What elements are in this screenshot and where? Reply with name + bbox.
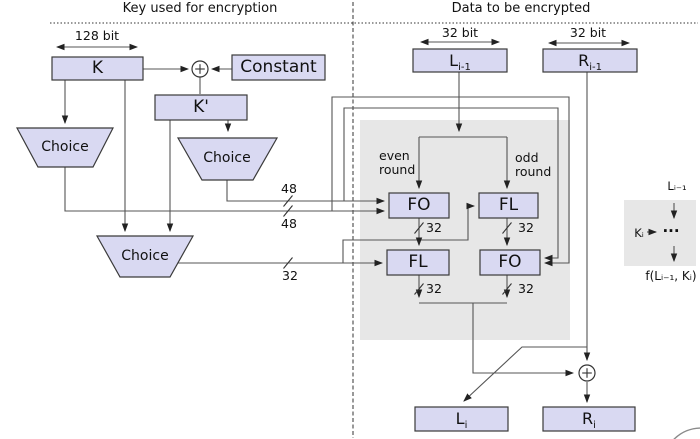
k-prime-box bbox=[154, 94, 248, 121]
label-even-round: even round bbox=[379, 148, 416, 178]
choice1-trapezoid bbox=[15, 127, 114, 168]
node-shapes bbox=[15, 48, 638, 432]
slash-32-bus bbox=[283, 257, 293, 269]
header-data-section: Data to be encrypted bbox=[451, 1, 591, 16]
choice2-trapezoid bbox=[176, 137, 279, 181]
label-choice3: Choice bbox=[121, 248, 169, 264]
wire-wrap-48-inner bbox=[343, 107, 559, 262]
l-output-box bbox=[414, 406, 509, 432]
label-bus48-bottom: 48 bbox=[281, 216, 297, 231]
legend-output-label: f(Lᵢ₋₁, Kᵢ) bbox=[645, 269, 697, 283]
label-32bit-right: 32 bit bbox=[569, 25, 607, 40]
legend-input-label: Lᵢ₋₁ bbox=[667, 179, 687, 193]
k-box bbox=[51, 56, 144, 81]
r-output-box bbox=[542, 406, 636, 432]
label-fo-top: FO bbox=[407, 195, 431, 215]
l-output-sub: i bbox=[464, 420, 468, 432]
l-input-base: L bbox=[449, 51, 459, 70]
label-fo-bottom: FO bbox=[498, 252, 522, 272]
label-l-input: Li-1 bbox=[413, 49, 507, 79]
slash-fo-bottom-out bbox=[502, 283, 512, 295]
label-128bit: 128 bit bbox=[74, 28, 120, 43]
label-l-output: Li bbox=[415, 407, 508, 438]
wires bbox=[55, 38, 678, 404]
wire-ri1-crossover-to-li bbox=[463, 346, 587, 402]
fl-bottom-box bbox=[386, 249, 450, 276]
r-input-box bbox=[542, 48, 638, 73]
r-output-sub: i bbox=[593, 420, 596, 432]
bus-width-slashes bbox=[283, 195, 512, 295]
slash-fl-bottom-out bbox=[414, 283, 424, 295]
label-choice1: Choice bbox=[41, 139, 89, 155]
fl-top-box bbox=[478, 192, 539, 219]
label-32-fl-bottom-out: 32 bbox=[426, 281, 442, 296]
header-key-section: Key used for encryption bbox=[122, 1, 278, 16]
wire-f-output-to-xor2 bbox=[472, 303, 575, 377]
label-k-prime: K' bbox=[193, 97, 209, 117]
wire-choice1-48-to-fo-top bbox=[64, 167, 386, 215]
slash-48-top bbox=[283, 195, 293, 207]
xor-nodes bbox=[191, 60, 596, 382]
label-odd-round: odd round bbox=[515, 150, 552, 180]
choice3-trapezoid bbox=[95, 235, 195, 278]
label-32-fo-top-out: 32 bbox=[426, 220, 442, 235]
slash-48-bottom bbox=[283, 205, 293, 217]
label-32bit-left: 32 bit bbox=[441, 25, 479, 40]
r-input-sub: i-1 bbox=[589, 62, 602, 74]
label-r-output: Ri bbox=[543, 407, 635, 438]
constant-box bbox=[231, 54, 326, 81]
legend-dots: ··· bbox=[662, 222, 680, 240]
label-fl-bottom: FL bbox=[408, 252, 428, 272]
label-32-fo-bottom-out: 32 bbox=[518, 281, 534, 296]
fo-top-box bbox=[388, 192, 450, 219]
legend-f-area bbox=[624, 200, 696, 266]
section-separators bbox=[50, 2, 698, 438]
label-bus32: 32 bbox=[282, 268, 298, 283]
wire-32-branch-to-fl-top bbox=[342, 202, 476, 263]
legend-key-label: Kᵢ bbox=[634, 226, 644, 240]
corner-arc-decoration bbox=[673, 427, 700, 439]
label-bus48-top: 48 bbox=[281, 181, 297, 196]
l-output-base: L bbox=[455, 409, 465, 428]
r-output-base: R bbox=[582, 409, 594, 428]
l-input-sub: i-1 bbox=[458, 62, 471, 74]
label-k: K bbox=[91, 58, 104, 78]
wire-wrap-48-outer bbox=[331, 96, 570, 267]
fo-bottom-box bbox=[479, 249, 541, 276]
label-choice2: Choice bbox=[203, 150, 251, 166]
slash-fo-top-out bbox=[414, 222, 424, 234]
l-input-box bbox=[412, 48, 508, 73]
label-r-input: Ri-1 bbox=[543, 49, 637, 79]
label-fl-top: FL bbox=[498, 195, 519, 215]
label-constant: Constant bbox=[240, 57, 317, 77]
f-function-backgrounds bbox=[360, 120, 696, 340]
r-input-base: R bbox=[578, 51, 590, 70]
label-32-fl-top-out: 32 bbox=[518, 220, 534, 235]
slash-fl-top-out bbox=[502, 222, 512, 234]
